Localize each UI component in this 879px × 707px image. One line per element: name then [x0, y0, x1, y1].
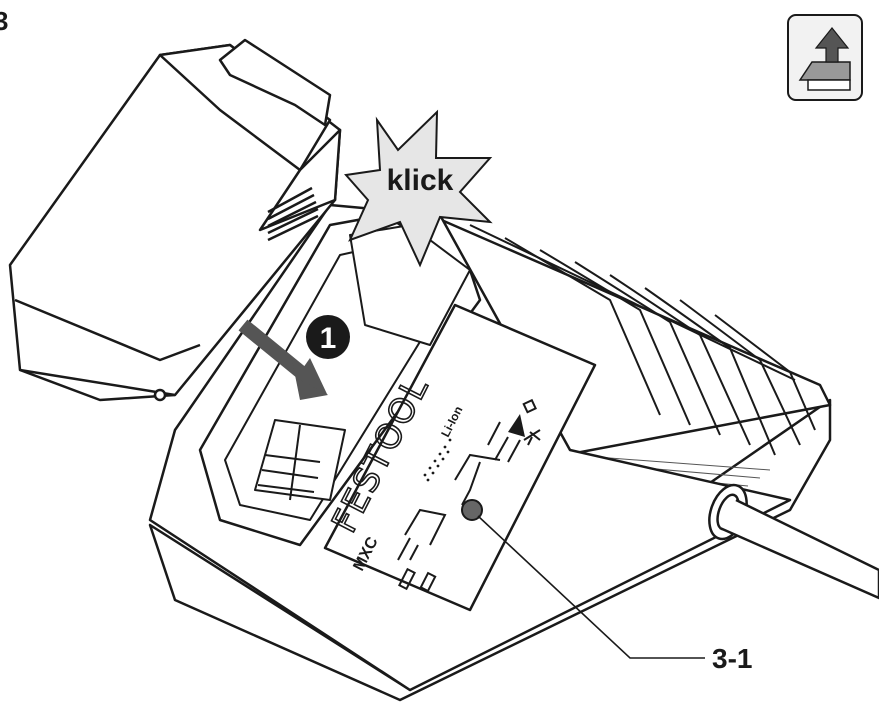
- callout-label: 3-1: [712, 643, 752, 674]
- battery-latch: [218, 38, 332, 127]
- indicator-square-icon: [522, 398, 537, 414]
- battery-top-plate: [158, 43, 332, 172]
- contact-slot: [349, 224, 471, 346]
- step-marker-label: 1: [320, 322, 337, 355]
- battery-lower-face: [14, 298, 201, 397]
- battery-pack: [8, 38, 342, 402]
- klick-callout: klick: [344, 109, 493, 268]
- charge-dots: [423, 438, 452, 482]
- battery-vent-grille: [267, 186, 319, 242]
- control-panel: [323, 303, 597, 612]
- klick-text: klick: [387, 164, 454, 197]
- heat-sink-fins: [469, 224, 816, 456]
- plug-icon: [523, 429, 541, 446]
- status-led: [461, 499, 483, 521]
- figure-number: 3: [0, 6, 8, 36]
- insert-arrow: [238, 319, 328, 400]
- callout-leader-line: [477, 515, 705, 659]
- battery-contacts: [254, 419, 346, 501]
- warning-triangle-icon: [508, 414, 525, 437]
- step-marker: 1: [306, 315, 350, 359]
- battery-removal-icon: [787, 14, 863, 101]
- power-cable: [719, 498, 879, 600]
- starburst-shape: [344, 109, 493, 268]
